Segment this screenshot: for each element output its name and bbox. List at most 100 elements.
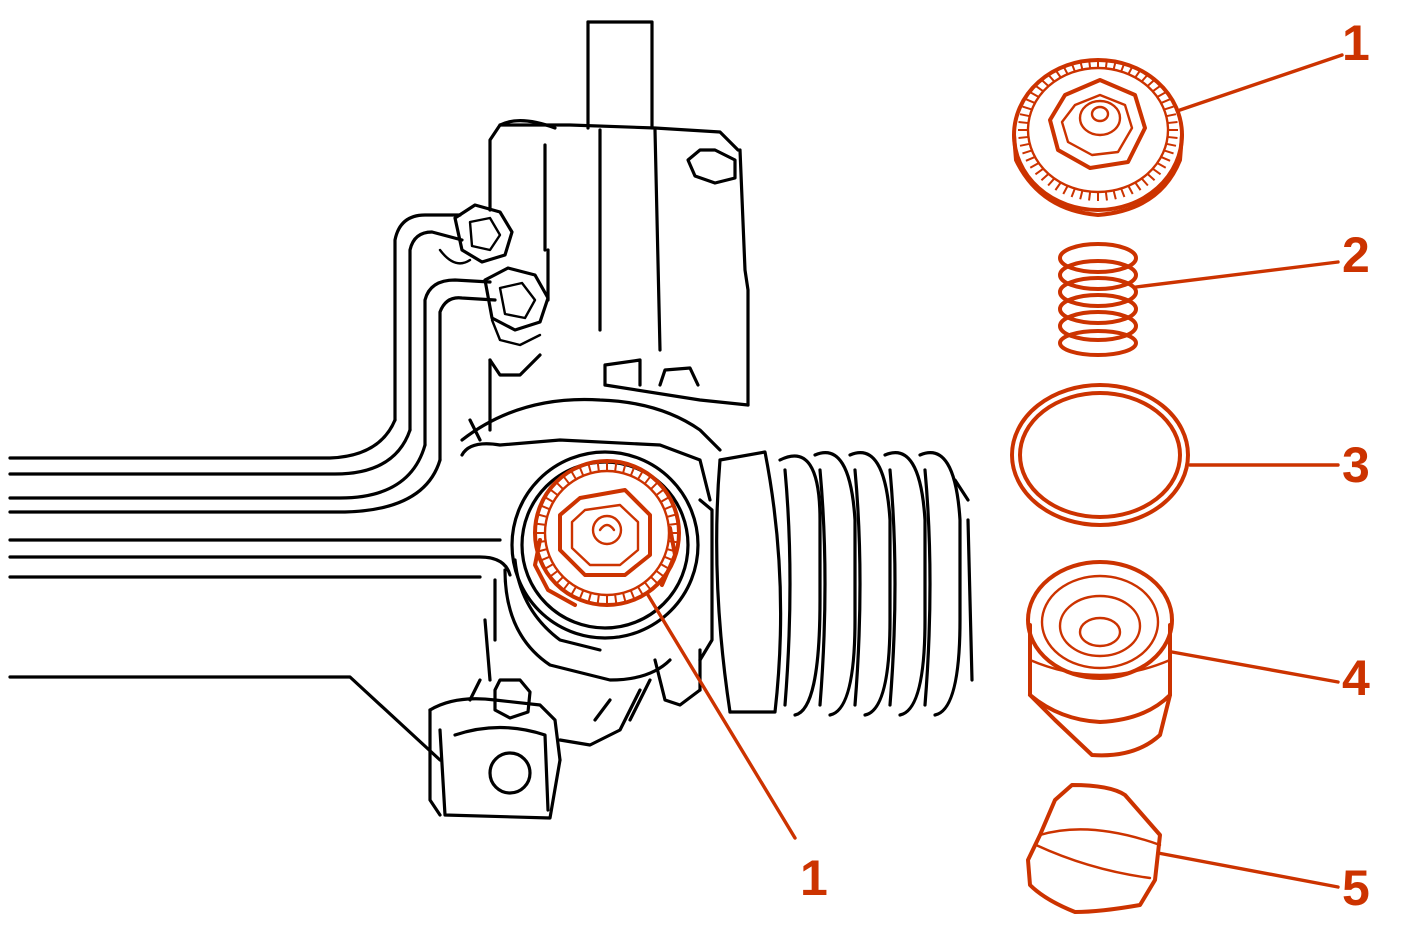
knurl-tick: [1054, 69, 1062, 79]
knurl-tick: [587, 592, 592, 602]
knurl-tick: [538, 513, 548, 518]
knurl-tick: [1127, 65, 1134, 75]
knurl-tick: [1018, 135, 1029, 139]
knurl-tick: [550, 488, 559, 497]
part-adjuster-plug: [1012, 58, 1184, 217]
knurl-tick: [614, 594, 618, 604]
knurl-tick: [1167, 135, 1178, 139]
adjuster-boss: [460, 438, 714, 722]
knurl-tick: [1152, 167, 1162, 176]
callout-labels: 1 2 3 4 5 1: [800, 15, 1370, 916]
knurl-tick: [1022, 105, 1033, 111]
knurl-tick: [1127, 185, 1134, 195]
knurl-tick: [1018, 121, 1029, 125]
knurl-tick: [614, 462, 618, 472]
knurl-tick: [536, 522, 546, 526]
valve-body: [460, 20, 750, 452]
knurl-tick: [538, 548, 548, 553]
knurl-tick: [1160, 155, 1171, 162]
leader-lines: [646, 53, 1344, 889]
knurl-tick: [545, 563, 554, 570]
knurl-tick: [1034, 84, 1044, 93]
knurl-tick: [666, 548, 676, 553]
knurl-tick: [587, 464, 592, 474]
knurl-tick: [570, 471, 577, 480]
part-spring: [1058, 242, 1138, 357]
knurl-tick: [1047, 177, 1056, 187]
knurl-tick: [1104, 59, 1108, 69]
knurl-tick: [596, 462, 600, 472]
knurl-tick: [1019, 142, 1030, 147]
installed-adjuster-plug: [533, 459, 681, 607]
bellows-boot: [715, 450, 974, 717]
knurl-tick: [1140, 73, 1149, 83]
callout-3-o-ring: 3: [1342, 437, 1370, 493]
knurl-tick: [1025, 155, 1036, 162]
knurl-tick: [622, 464, 627, 474]
rack-tube: [8, 418, 512, 762]
knurl-tick: [643, 476, 652, 485]
knurl-tick: [1146, 173, 1156, 181]
callout-1-adjuster-plug: 1: [1342, 15, 1370, 71]
knurl-tick: [1166, 113, 1177, 118]
knurl-tick: [1022, 149, 1033, 155]
mounting-bracket: [428, 678, 642, 820]
knurl-tick: [550, 569, 559, 578]
knurl-tick: [1167, 121, 1178, 125]
hydraulic-lines: [393, 213, 497, 462]
knurl-tick: [1019, 113, 1030, 118]
knurl-tick: [1134, 181, 1142, 191]
knurl-tick: [660, 496, 669, 503]
knurl-tick: [1062, 65, 1069, 75]
knurl-tick: [1120, 62, 1126, 72]
knurl-tick: [663, 504, 673, 511]
part-yoke: [1026, 783, 1162, 914]
callout-1-installed-plug: 1: [800, 850, 828, 906]
knurl-tick: [1163, 105, 1174, 111]
knurl-tick: [668, 522, 678, 526]
knurl-tick: [666, 513, 676, 518]
knurl-tick: [1112, 190, 1117, 200]
knurl-tick: [663, 555, 673, 562]
knurl-tick: [1025, 98, 1036, 105]
callout-2-spring: 2: [1342, 227, 1370, 283]
knurl-tick: [650, 576, 658, 584]
knurl-tick: [596, 594, 600, 604]
callout-4-locknut: 4: [1342, 650, 1370, 706]
knurl-tick: [1029, 91, 1040, 98]
knurl-tick: [1120, 188, 1126, 198]
knurl-tick: [668, 540, 678, 544]
knurl-tick: [1079, 60, 1084, 70]
knurl-tick: [1146, 79, 1156, 87]
knurl-tick: [556, 482, 564, 490]
knurl-tick: [578, 589, 585, 599]
knurl-tick: [1160, 98, 1171, 105]
knurl-tick: [1088, 59, 1092, 69]
knurl-tick: [1054, 181, 1062, 191]
knurl-tick: [1152, 84, 1162, 93]
knurl-tick: [556, 576, 564, 584]
knurl-tick: [1088, 191, 1092, 201]
knurl-tick: [622, 592, 627, 602]
knurl-tick: [1079, 190, 1084, 200]
knurl-tick: [650, 482, 658, 490]
knurl-tick: [1156, 162, 1167, 169]
knurl-tick: [562, 581, 571, 590]
knurl-tick: [643, 581, 652, 590]
callout-5-yoke: 5: [1342, 860, 1370, 916]
knurl-tick: [541, 504, 551, 511]
knurl-tick: [655, 488, 664, 497]
knurl-tick: [541, 555, 551, 562]
knurl-tick: [637, 471, 644, 480]
knurl-tick: [1040, 173, 1050, 181]
knurl-tick: [1104, 191, 1108, 201]
knurl-tick: [1140, 177, 1149, 187]
knurl-tick: [637, 586, 644, 595]
steering-gear-assembly: [8, 20, 974, 820]
knurl-tick: [1040, 79, 1050, 87]
knurl-tick: [629, 589, 636, 599]
knurl-tick: [1112, 60, 1117, 70]
part-adjuster-locknut: [1026, 560, 1174, 758]
line-fittings: [438, 203, 550, 347]
